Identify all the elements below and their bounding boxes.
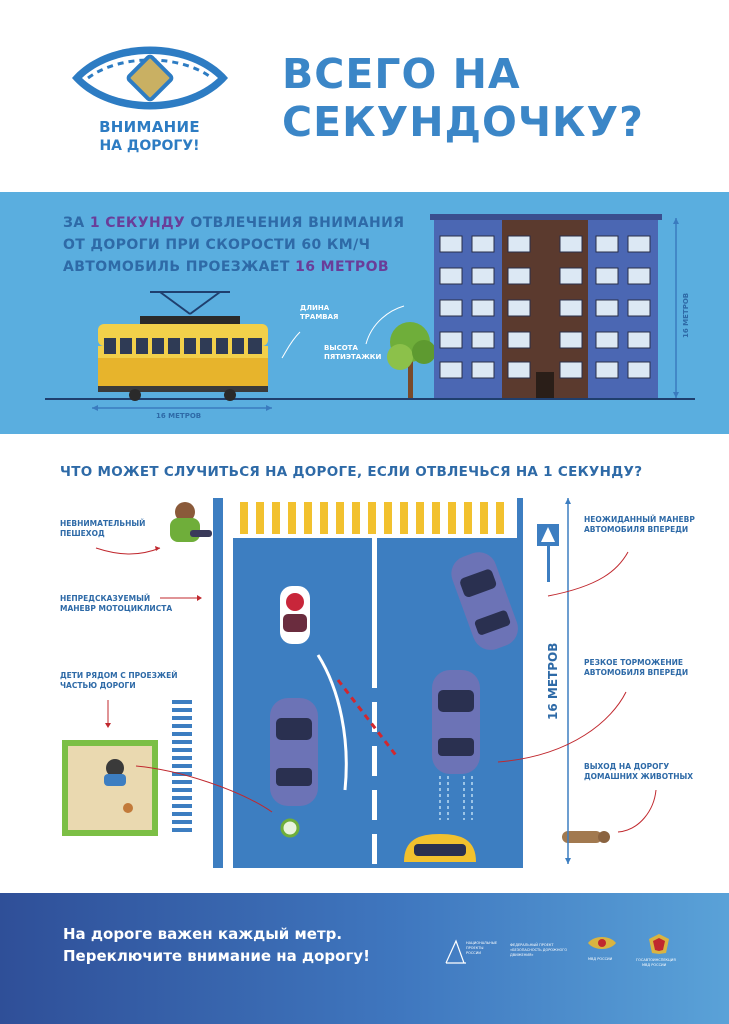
tree-icon <box>387 322 436 398</box>
footer-slogan: На дороге важен каждый метр. Переключите… <box>63 923 423 967</box>
partner-federal-project-line-2: «БЕЗОПАСНОСТЬ ДОРОЖНОГО <box>510 948 568 952</box>
tram-length-label: ДЛИНА ТРАМВАЯ <box>300 304 338 322</box>
footer: На дороге важен каждый метр. Переключите… <box>0 893 729 1024</box>
logo-title: ВНИМАНИЕ <box>99 118 200 136</box>
partner-gai-line-2: МВД РОССИИ <box>642 963 667 967</box>
tram-and-house-illustration <box>45 214 695 411</box>
partner-national-projects-line-3: РОССИИ <box>466 951 481 955</box>
band-statement-line-3: АВТОМОБИЛЬ ПРОЕЗЖАЕТ 16 МЕТРОВ <box>63 256 443 278</box>
dog-icon <box>562 831 610 843</box>
hazard-children-line-2: ЧАСТЬЮ ДОРОГИ <box>60 681 136 690</box>
crosswalk-sign-icon <box>537 524 559 582</box>
page-title-line-2: СЕКУНДОЧКУ? <box>282 98 644 146</box>
maneuvering-car-icon <box>451 552 518 650</box>
header: ВНИМАНИЕ НА ДОРОГУ! ВСЕГО НА СЕКУНДОЧКУ? <box>0 0 729 192</box>
footer-slogan-line-1: На дороге важен каждый метр. <box>63 925 343 943</box>
hazard-pedestrian-line-1: НЕВНИМАТЕЛЬНЫЙ <box>60 519 146 528</box>
hazard-children-line-1: ДЕТИ РЯДОМ С ПРОЕЗЖЕЙ <box>60 671 178 680</box>
hazard-sudden-braking-line-2: АВТОМОБИЛЯ ВПЕРЕДИ <box>584 668 689 677</box>
yellow-car-icon <box>404 834 476 862</box>
hazard-car-maneuver-line-1: НЕОЖИДАННЫЙ МАНЕВР <box>584 515 695 524</box>
partner-gai: ГОСАВТОИНСПЕКЦИЯ МВД РОССИИ <box>636 933 688 973</box>
partner-gai-line-1: ГОСАВТОИНСПЕКЦИЯ <box>636 958 676 962</box>
five-storey-house-icon <box>430 214 662 398</box>
campaign-logo: ВНИМАНИЕ НА ДОРОГУ! <box>62 38 237 163</box>
hazard-motorcyclist: НЕПРЕДСКАЗУЕМЫЙ МАНЕВР МОТОЦИКЛИСТА <box>60 594 172 614</box>
ball-icon <box>280 818 300 838</box>
hazard-sudden-braking: РЕЗКОЕ ТОРМОЖЕНИЕ АВТОМОБИЛЯ ВПЕРЕДИ <box>584 658 688 678</box>
band-statement-line-2: ОТ ДОРОГИ ПРИ СКОРОСТИ 60 КМ/Ч <box>63 237 371 253</box>
section-title: ЧТО МОЖЕТ СЛУЧИТЬСЯ НА ДОРОГЕ, ЕСЛИ ОТВЛ… <box>60 464 643 480</box>
pedestrian-icon <box>170 502 212 542</box>
motorcyclist-icon <box>280 586 310 644</box>
road-scene-illustration <box>62 498 657 868</box>
page-title-line-1: ВСЕГО НА <box>282 50 521 98</box>
house-height-value: 16 МЕТРОВ <box>682 292 690 338</box>
partner-mvd-label: МВД РОССИИ <box>588 957 613 961</box>
house-height-label-1: ВЫСОТА <box>324 344 358 352</box>
road-distance-label: 16 МЕТРОВ <box>546 642 560 720</box>
hazard-motorcyclist-line-1: НЕПРЕДСКАЗУЕМЫЙ <box>60 594 151 603</box>
partner-federal-project-line-1: ФЕДЕРАЛЬНЫЙ ПРОЕКТ <box>510 943 554 947</box>
band-text-part: ОТВЛЕЧЕНИЯ ВНИМАНИЯ <box>185 215 405 231</box>
braking-car-icon <box>432 670 480 820</box>
national-projects-logo-icon <box>445 939 466 964</box>
house-height-label-2: ПЯТИЭТАЖКИ <box>324 353 382 361</box>
hazard-sudden-braking-line-1: РЕЗКОЕ ТОРМОЖЕНИЕ <box>584 658 683 667</box>
house-height-label: ВЫСОТА ПЯТИЭТАЖКИ <box>324 344 381 362</box>
hazard-pets-line-2: ДОМАШНИХ ЖИВОТНЫХ <box>584 772 694 781</box>
hazard-pedestrian-line-2: ПЕШЕХОД <box>60 529 105 538</box>
logo-subtitle: НА ДОРОГУ! <box>99 138 200 154</box>
hazard-motorcyclist-line-2: МАНЕВР МОТОЦИКЛИСТА <box>60 604 173 613</box>
hazard-pets-line-1: ВЫХОД НА ДОРОГУ <box>584 762 670 771</box>
band-text-part: ЗА <box>63 215 90 231</box>
tram-length-value: 16 МЕТРОВ <box>156 412 202 420</box>
partner-federal-project-line-3: ДВИЖЕНИЯ» <box>510 953 534 957</box>
band-highlight-second: 1 СЕКУНДУ <box>89 215 186 231</box>
band-highlight-meters: 16 МЕТРОВ <box>295 259 389 275</box>
tram-length-label-2: ТРАМВАЯ <box>300 313 339 321</box>
fence-icon <box>172 700 192 832</box>
band-text-part: АВТОМОБИЛЬ ПРОЕЗЖАЕТ <box>63 259 296 275</box>
partner-mvd: МВД РОССИИ <box>580 933 624 973</box>
tram-icon <box>98 291 268 401</box>
left-lane-car-icon <box>270 698 318 806</box>
band-statement: ЗА 1 СЕКУНДУ ОТВЛЕЧЕНИЯ ВНИМАНИЯ ОТ ДОРО… <box>63 212 443 278</box>
hazard-car-maneuver: НЕОЖИДАННЫЙ МАНЕВР АВТОМОБИЛЯ ВПЕРЕДИ <box>584 515 695 535</box>
tram-length-label-1: ДЛИНА <box>300 304 330 312</box>
sandbox-icon <box>62 740 158 836</box>
mvd-emblem-icon <box>588 937 616 949</box>
comparison-band: ЗА 1 СЕКУНДУ ОТВЛЕЧЕНИЯ ВНИМАНИЯ ОТ ДОРО… <box>0 192 729 434</box>
eye-road-icon <box>72 46 228 110</box>
hazard-car-maneuver-line-2: АВТОМОБИЛЯ ВПЕРЕДИ <box>584 525 689 534</box>
partner-federal-project: ФЕДЕРАЛЬНЫЙ ПРОЕКТ «БЕЗОПАСНОСТЬ ДОРОЖНО… <box>510 933 580 973</box>
band-statement-line-1: ЗА 1 СЕКУНДУ ОТВЛЕЧЕНИЯ ВНИМАНИЯ <box>63 212 443 234</box>
hazard-pets: ВЫХОД НА ДОРОГУ ДОМАШНИХ ЖИВОТНЫХ <box>584 762 693 782</box>
page-title: ВСЕГО НА СЕКУНДОЧКУ? <box>282 50 722 146</box>
hazard-pedestrian: НЕВНИМАТЕЛЬНЫЙ ПЕШЕХОД <box>60 519 145 539</box>
hazard-children: ДЕТИ РЯДОМ С ПРОЕЗЖЕЙ ЧАСТЬЮ ДОРОГИ <box>60 671 178 691</box>
partner-national-projects-line-2: ПРОЕКТЫ <box>466 946 484 950</box>
footer-slogan-line-2: Переключите внимание на дорогу! <box>63 947 370 965</box>
partner-national-projects: НАЦИОНАЛЬНЫЕ ПРОЕКТЫ РОССИИ <box>444 933 514 973</box>
partner-national-projects-line-1: НАЦИОНАЛЬНЫЕ <box>466 941 498 945</box>
gai-emblem-icon <box>649 934 669 954</box>
